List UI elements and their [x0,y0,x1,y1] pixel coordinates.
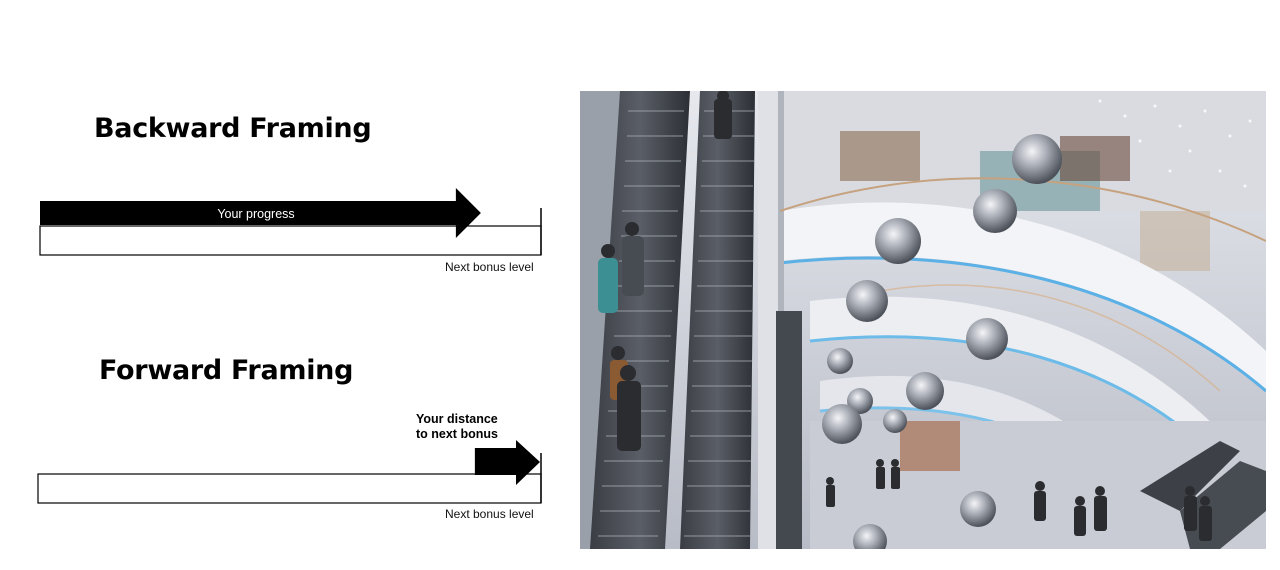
framing-diagram: Your progress [37,188,542,504]
forward-arrow-label-line1: Your distance [416,412,498,426]
backward-framing-heading: Backward Framing [94,113,372,144]
mall-atrium-illustration [580,91,1266,549]
backward-next-bonus-label: Next bonus level [445,260,534,274]
forward-progress-bar-track [37,473,542,504]
forward-arrow-label-line2: to next bonus [416,427,498,441]
backward-arrow-label: Your progress [217,207,294,221]
mall-escalator-photo [580,91,1266,549]
backward-progress-bar-track [39,225,542,256]
forward-arrow-label: Your distance to next bonus [416,412,498,442]
backward-progress-arrow [40,188,481,238]
forward-next-bonus-label: Next bonus level [445,507,534,521]
forward-distance-arrow [474,440,540,485]
forward-framing-heading: Forward Framing [99,355,354,386]
